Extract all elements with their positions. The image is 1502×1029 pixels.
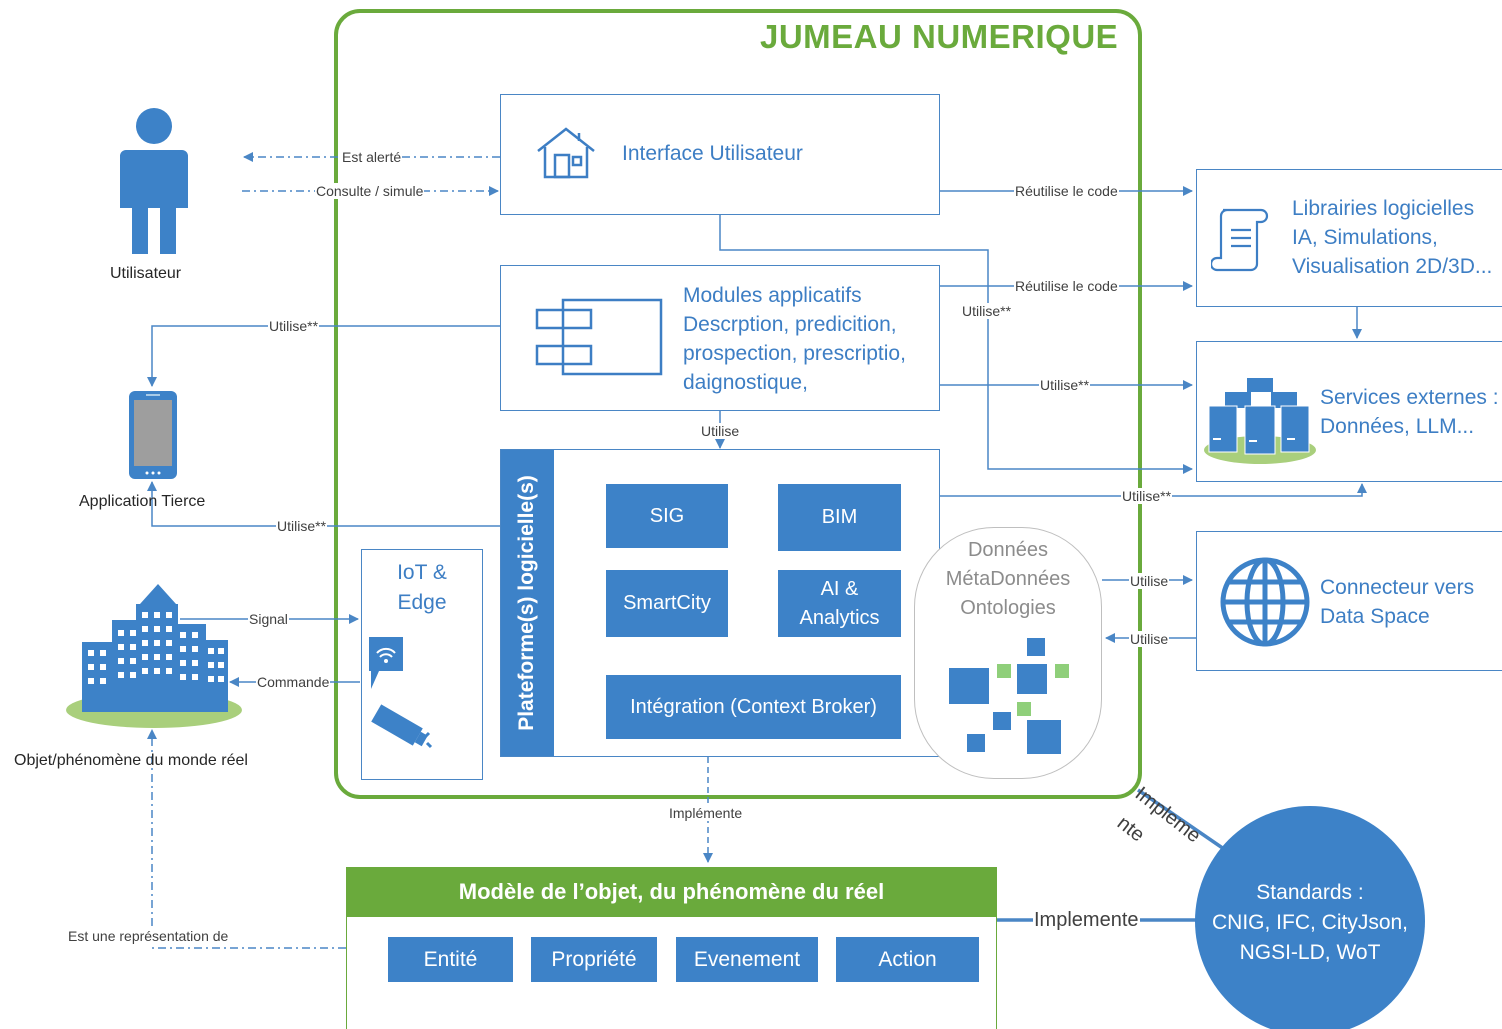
globe-icon [1220,557,1310,647]
house-icon [537,127,595,179]
libs-box: Librairies logicielles IA, Simulations, … [1196,169,1502,307]
model-item-entity: Entité [388,937,513,982]
data-container: Données MétaDonnées Ontologies [914,527,1102,779]
model-item-action: Action [836,937,979,982]
data-cubes-icon [949,638,1069,754]
standards-line-3: NGSI-LD, WoT [1239,941,1381,964]
iot-box: IoT & Edge [361,549,483,780]
modules-line-4: daignostique, [683,371,808,394]
services-box: Services externes : Données, LLM... [1196,341,1502,482]
label-implements-model: Implémente [668,805,744,821]
platform-label: Plateforme(s) logicielle(s) [515,475,538,731]
standards-text: Standards : CNIG, IFC, CityJson, NGSI-LD… [1195,878,1425,968]
diagram-title: JUMEAU NUMERIQUE [760,18,1119,55]
ui-title: Interface Utilisateur [622,142,803,165]
label-uses-connector-in: Utilise [1129,631,1170,647]
label-uses-ui: Utilise** [961,303,1013,319]
services-line-2: Données, LLM... [1320,415,1475,438]
object-label: Objet/phénomène du monde réel [14,752,248,769]
tile-bim: BIM [778,484,901,551]
iot-line-2: Edge [397,591,447,614]
component-icon [535,298,663,376]
label-command: Commande [256,674,331,690]
app-label: Application Tierce [79,493,206,510]
label-consult: Consulte / simule [315,183,425,199]
libs-line-3: Visualisation 2D/3D... [1292,255,1493,278]
iot-text: IoT & Edge [362,558,482,618]
platform-sidebar: Plateforme(s) logicielle(s) [501,450,554,756]
smartphone-icon [129,391,177,479]
data-line-3: Ontologies [960,597,1056,619]
servers-icon [1204,378,1316,464]
label-signal: Signal [248,611,289,627]
user-label: Utilisateur [110,265,182,282]
libs-line-2: IA, Simulations, [1292,226,1438,249]
tile-smartcity: SmartCity [606,570,728,637]
label-uses-connector-out: Utilise [1129,573,1170,589]
model-header: Modèle de l’objet, du phénomène du réel [346,867,997,917]
modules-line-2: Descrption, predicition, [683,313,897,336]
tile-ai-line-2: Analytics [799,606,880,629]
services-line-1: Services externes : [1320,386,1499,409]
standards-line-2: CNIG, IFC, CityJson, [1211,911,1409,934]
label-uses-modules-services: Utilise** [1039,377,1091,393]
model-item-event: Evenement [676,937,818,982]
connector-box: Connecteur vers Data Space [1196,531,1502,671]
data-line-2: MétaDonnées [945,568,1071,590]
tile-integration: Intégration (Context Broker) [606,675,901,739]
tile-ai-analytics: AI & Analytics [778,570,901,637]
connector-line-1: Connecteur vers [1320,576,1475,599]
label-reuse-2: Réutilise le code [1014,278,1119,294]
connector-line-2: Data Space [1320,605,1430,628]
libs-line-1: Librairies logicielles [1292,197,1475,220]
tile-sig: SIG [606,484,728,548]
label-represents: Est une représentation de [67,928,230,944]
label-uses-platform-services: Utilise** [1121,488,1173,504]
model-body [346,917,997,1029]
tile-ai-line-1: AI & [820,577,859,600]
model-item-property: Propriété [531,937,657,982]
modules-line-3: prospection, prescriptio, [683,342,906,365]
label-uses-app-1: Utilise** [268,318,320,334]
standards-line-1: Standards : [1256,881,1364,904]
label-reuse-1: Réutilise le code [1014,183,1119,199]
label-uses-platform: Utilise [700,423,741,439]
data-line-1: Données [967,539,1049,561]
ui-box: Interface Utilisateur [500,94,940,215]
buildings-icon [66,584,242,728]
data-text: Données MétaDonnées Ontologies [915,536,1101,623]
iot-line-1: IoT & [397,561,447,584]
script-icon [1211,208,1269,272]
label-alerted: Est alerté [341,149,403,165]
user-icon [120,108,188,254]
modules-line-1: Modules applicatifs [683,284,862,307]
label-uses-app-2: Utilise** [276,518,328,534]
label-implements-standards: Implemente [1033,909,1140,931]
modules-box: Modules applicatifs Descrption, predicit… [500,265,940,411]
sensor-camera-icon [369,637,433,749]
